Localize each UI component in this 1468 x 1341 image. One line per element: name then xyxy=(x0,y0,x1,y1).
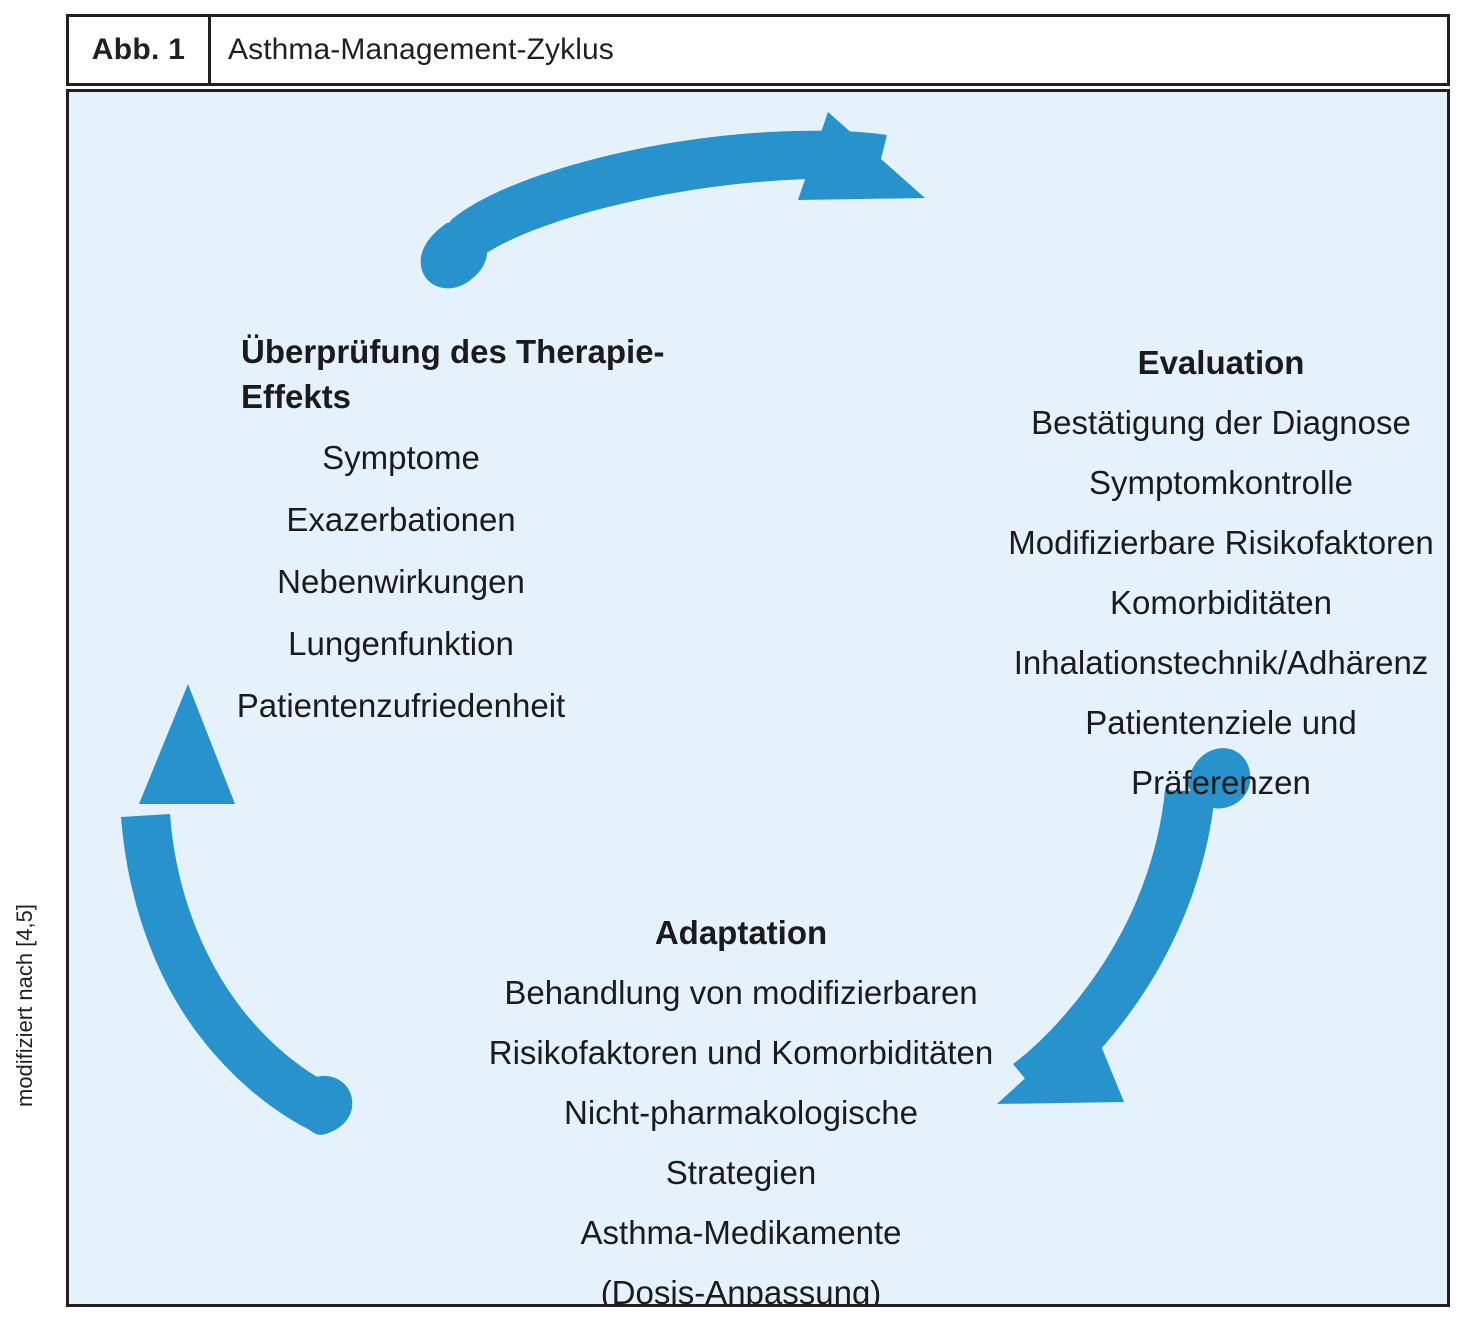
stage-review-items: Symptome Exazerbationen Nebenwirkungen L… xyxy=(111,427,691,737)
list-item: Bestätigung der Diagnose xyxy=(1031,404,1411,441)
stage-adaptation-items: Behandlung von modifizierbaren Risikofak… xyxy=(391,963,1091,1307)
figure-number-label: Abb. 1 xyxy=(69,17,211,83)
arrow-review-to-evaluation-icon xyxy=(420,112,925,289)
stage-review: Überprüfung des Therapie-Effekts Symptom… xyxy=(111,329,691,737)
list-item: Exazerbationen xyxy=(286,501,516,538)
list-item: Patientenzufriedenheit xyxy=(236,687,566,724)
stage-adaptation-heading: Adaptation xyxy=(654,914,828,951)
list-item: Modifizierbare Risikofaktoren xyxy=(1008,524,1434,561)
source-note: modifiziert nach [4,5] xyxy=(12,904,37,1107)
list-item: Nebenwirkungen xyxy=(277,563,525,600)
list-item: Nicht-pharmakologische Strategien xyxy=(564,1094,918,1191)
stage-review-heading: Überprüfung des Therapie-Effekts xyxy=(241,333,665,415)
list-item: Patientenziele und Präferenzen xyxy=(1085,704,1357,801)
stage-adaptation: Adaptation Behandlung von modifizierbare… xyxy=(391,910,1091,1307)
list-item: Asthma-Medikamente (Dosis-Anpassung) xyxy=(580,1214,902,1307)
figure-panel: Überprüfung des Therapie-Effekts Symptom… xyxy=(66,89,1450,1307)
figure-header: Abb. 1 Asthma-Management-Zyklus xyxy=(66,14,1450,86)
stage-evaluation-heading: Evaluation xyxy=(1137,344,1305,381)
figure-title: Asthma-Management-Zyklus xyxy=(228,33,614,66)
list-item: Komorbiditäten xyxy=(1110,584,1332,621)
list-item: Inhalationstechnik/Adhärenz xyxy=(1013,644,1429,681)
arrow-adaptation-to-review-icon xyxy=(121,684,353,1135)
stage-evaluation: Evaluation Bestätigung der Diagnose Symp… xyxy=(917,340,1447,813)
list-item: Behandlung von modifizierbaren Risikofak… xyxy=(488,974,994,1071)
list-item: Lungenfunktion xyxy=(288,625,514,662)
stage-evaluation-items: Bestätigung der Diagnose Symptomkontroll… xyxy=(917,393,1447,813)
list-item: Symptomkontrolle xyxy=(1088,464,1354,501)
list-item: Symptome xyxy=(322,439,480,476)
